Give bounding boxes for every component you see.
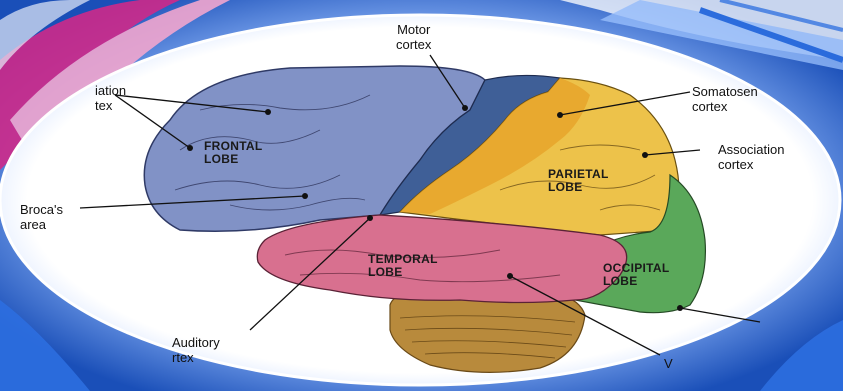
association-cortex-right-label: Association cortex [718,142,784,172]
frontal-lobe-label: FRONTAL LOBE [204,140,263,166]
brocas-area-label: Broca's area [20,202,63,232]
visual-cortex-label: V [664,356,673,371]
somatosensory-cortex-label: Somatosen cortex [692,84,758,114]
parietal-lobe-label: PARIETAL LOBE [548,168,609,194]
association-cortex-left-label: iation tex [95,83,126,113]
temporal-lobe-label: TEMPORAL LOBE [368,253,438,279]
occipital-lobe-label: OCCIPITAL LOBE [603,262,669,288]
auditory-cortex-label: Auditory rtex [172,335,220,365]
motor-cortex-label: Motor cortex [396,22,431,52]
